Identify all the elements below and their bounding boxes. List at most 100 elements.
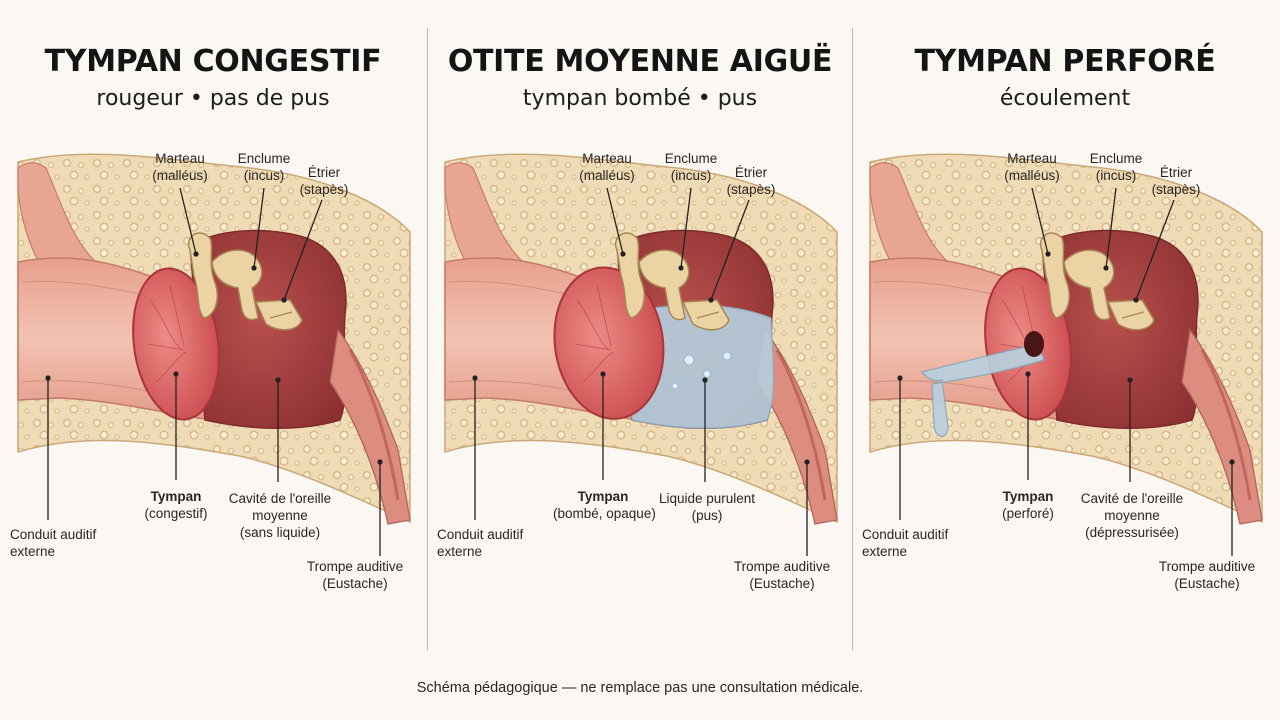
label-line: (perforé) [1002,506,1054,521]
label-line: Cavité de l'oreille [228,491,332,506]
label-eardrum: Tympan (perforé) [978,488,1078,522]
label-line: Conduit auditif [10,527,97,542]
label-anvil: Enclume (incus) [1084,150,1148,184]
label-hammer: Marteau (malléus) [1002,150,1062,184]
label-line: Liquide purulent [658,491,756,506]
skin-fold [17,162,98,265]
label-line: (pus) [691,508,723,523]
label-eustachian-tube: Trompe auditive (Eustache) [1152,558,1262,592]
label-line: (congestif) [144,506,208,521]
label-eustachian-tube: Trompe auditive (Eustache) [300,558,410,592]
perforation-hole [1024,331,1044,357]
leader-lines [899,187,1233,556]
diagram-panel-2: OTITE MOYENNE AIGUË tympan bombé • pus [427,0,853,660]
pus-bubble [722,351,732,361]
label-line: (stapès) [1151,182,1201,197]
label-eardrum: Tympan(bombé, opaque) [553,488,656,522]
label-anvil: Enclume (incus) [659,150,723,184]
label-line: (dépressurisée) [1085,525,1179,540]
panel-subtitle: écoulement [999,86,1131,111]
eustachian-tube [756,328,838,525]
label-stirrup: Étrier (stapès) [1146,164,1206,198]
label-anvil: Enclume (incus) [232,150,296,184]
label-line: moyenne [252,508,308,523]
ear-illustration [17,153,411,556]
label-line: (stapès) [726,182,776,197]
label-line: (Eustache) [322,576,388,591]
label-line: Conduit auditif [437,527,524,542]
ear-illustration [869,153,1263,556]
label-line: (malléus) [579,168,635,183]
ear-illustration [444,153,838,556]
label-line: (stapès) [299,182,349,197]
label-line: Tympan [150,489,202,504]
eustachian-tube [1181,328,1263,525]
label-middle-ear: Liquide purulent (pus) [647,490,767,524]
label-ear-canal: Conduit auditif externe [862,526,948,560]
label-line: externe [437,544,483,559]
pus-bubble [671,382,679,390]
pus-bubble [703,370,711,378]
label-line: (incus) [1095,168,1137,183]
label-line: Étrier [1159,165,1193,180]
leader-dots [897,251,1235,465]
label-ear-canal: Conduit auditif externe [10,526,96,560]
panel-title: OTITE MOYENNE AIGUË [447,44,833,79]
panel-title: TYMPAN CONGESTIF [44,44,382,79]
label-line: Étrier [307,165,341,180]
anvil-ossicle [638,249,690,321]
label-line: (incus) [243,168,285,183]
label-line: (bombé, opaque) [553,506,656,521]
label-line: (Eustache) [1174,576,1240,591]
label-line: Trompe auditive [306,559,404,574]
panel-divider [427,28,428,650]
discharge-flow [920,343,1045,438]
diagram-panel-1: TYMPAN CONGESTIF rougeur • pas de pus [0,0,426,660]
anvil-ossicle [211,249,263,321]
label-line: Trompe auditive [1158,559,1256,574]
label-hammer: Marteau (malléus) [150,150,210,184]
label-line: (incus) [670,168,712,183]
label-eardrum: Tympan (congestif) [126,488,226,522]
pus-bubble [683,354,695,366]
stirrup-ossicle [681,299,730,331]
panel-title: TYMPAN PERFORÉ [914,44,1216,79]
label-ear-canal: Conduit auditif externe [437,526,523,560]
label-line: Marteau [582,151,632,166]
leader-dots [45,251,383,465]
label-line: moyenne [1104,508,1160,523]
label-line: (malléus) [152,168,208,183]
label-hammer: Marteau (malléus) [577,150,637,184]
leader-lines [47,187,381,556]
panel-subtitle: tympan bombé • pus [522,86,758,111]
label-line: Étrier [734,165,768,180]
label-stirrup: Étrier (stapès) [721,164,781,198]
stirrup-ossicle [254,299,303,331]
label-line: Conduit auditif [862,527,949,542]
label-line: Trompe auditive [733,559,831,574]
label-line: Tympan [1002,489,1054,504]
label-middle-ear: Cavité de l'oreille moyenne (dépressurisée… [1072,490,1192,541]
skin-fold [444,162,525,265]
label-line: Enclume [237,151,291,166]
label-line: Enclume [664,151,718,166]
label-eustachian-tube: Trompe auditive (Eustache) [727,558,837,592]
leader-lines [474,187,808,556]
anvil-ossicle [1063,249,1115,321]
diagram-panel-3: TYMPAN PERFORÉ écoulement [852,0,1278,660]
label-line: Enclume [1089,151,1143,166]
eustachian-tube [329,328,411,525]
skin-fold [869,162,950,265]
label-stirrup: Étrier (stapès) [294,164,354,198]
label-line: (Eustache) [749,576,815,591]
label-line: Marteau [1007,151,1057,166]
panel-divider [852,28,853,650]
label-line: externe [862,544,908,559]
label-line: externe [10,544,56,559]
label-line: (malléus) [1004,168,1060,183]
stirrup-ossicle [1106,299,1155,331]
panel-subtitle: rougeur • pas de pus [96,86,330,111]
label-line: Cavité de l'oreille [1080,491,1184,506]
label-line: Marteau [155,151,205,166]
